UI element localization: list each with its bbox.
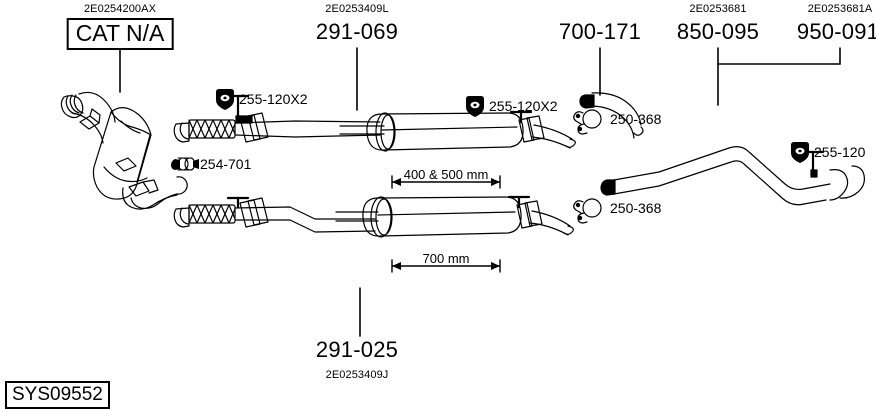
- label-oem-950-091: 2E0253681A: [807, 3, 873, 15]
- callout-255-120X2-muffler: 255-120X2: [489, 98, 558, 114]
- callout-254-701: 254-701: [200, 156, 252, 172]
- catalytic-converter-drawing: [60, 91, 188, 210]
- label-part-700-171: 700-171: [558, 19, 642, 44]
- callout-255-120X2-upper: 255-120X2: [239, 91, 308, 107]
- callout-255-120: 255-120: [814, 144, 866, 160]
- callout-250-368-upper: 250-368: [610, 111, 662, 127]
- upper-pipe-assembly: [173, 94, 576, 152]
- callout-250-368-lower: 250-368: [610, 200, 662, 216]
- rubber-hanger-icon-1: [216, 89, 234, 110]
- label-part-950-091: 950-091: [796, 19, 876, 44]
- system-code-box: SYS09552: [5, 381, 110, 409]
- label-oem-850-095: 2E0253681: [689, 3, 747, 15]
- cat-oem-label: 2E0254200AX: [83, 3, 157, 15]
- clamp-icon-3: [573, 198, 602, 224]
- dimension-700mm: 700 mm: [422, 251, 470, 266]
- label-oem-291-025: 2E0253409J: [325, 369, 389, 381]
- label-part-291-025: 291-025: [315, 337, 399, 362]
- dimension-arrows: [391, 175, 501, 273]
- label-oem-291-069: 2E0253409L: [325, 3, 389, 15]
- label-part-850-095: 850-095: [676, 19, 760, 44]
- rubber-hanger-icon-2: [466, 96, 484, 117]
- dimension-400-500mm: 400 & 500 mm: [403, 167, 489, 182]
- connecting-pipe-700-171: [579, 92, 644, 139]
- clamp-icon-2: [573, 109, 602, 135]
- clamp-icon-1: [171, 157, 199, 171]
- lower-pipe-assembly: [173, 195, 574, 238]
- tail-pipe-assembly: [600, 146, 865, 206]
- cat-na-box: CAT N/A: [66, 18, 174, 50]
- rubber-hanger-icon-3: [791, 142, 809, 163]
- label-part-291-069: 291-069: [315, 19, 399, 44]
